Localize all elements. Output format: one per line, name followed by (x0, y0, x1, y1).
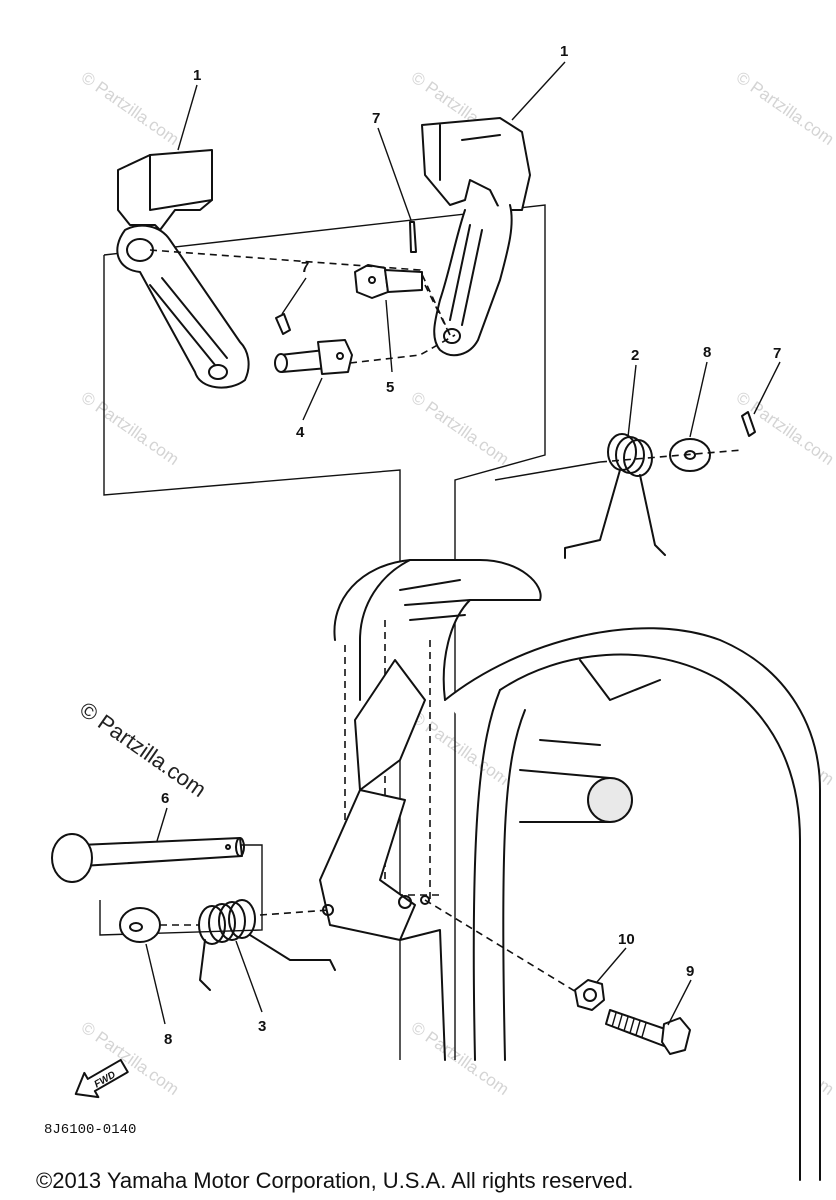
watermark: © Partzilla.com (408, 1018, 513, 1099)
torsion-spring-3 (198, 899, 336, 991)
label-7-left: 7 (301, 259, 309, 276)
label-8-lower: 8 (164, 1031, 172, 1048)
hex-nut-10 (574, 979, 605, 1011)
label-4: 4 (296, 424, 305, 441)
clevis-pin-4 (274, 339, 353, 375)
main-bracket-body (319, 559, 821, 1181)
cotter-pin-left (275, 313, 291, 335)
bracket-right (421, 117, 531, 357)
bolt-9 (605, 1009, 691, 1055)
label-5: 5 (386, 379, 394, 396)
assembly-frame-lines (99, 204, 601, 1060)
cotter-pin-right (741, 411, 756, 437)
label-7-right: 7 (773, 345, 781, 362)
label-1-left: 1 (193, 67, 201, 84)
assembly-axis-lines (149, 249, 743, 994)
label-3: 3 (258, 1018, 266, 1035)
washer-lower-8 (119, 907, 161, 943)
shaft-pin-6 (51, 833, 245, 883)
label-8-upper: 8 (703, 344, 711, 361)
label-7-top: 7 (372, 110, 380, 127)
torsion-spring-2 (564, 433, 666, 559)
label-6: 6 (161, 790, 169, 807)
watermark: © Partzilla.com (733, 68, 836, 149)
fwd-arrow-label: FWD (92, 1070, 117, 1091)
part-labels: 1 1 7 7 7 4 5 2 8 6 8 3 10 9 (161, 43, 781, 1048)
watermark: © Partzilla.com (408, 388, 513, 469)
copyright-notice: ©2013 Yamaha Motor Corporation, U.S.A. A… (36, 1168, 633, 1193)
cotter-pin-top (409, 221, 417, 253)
watermark: © Partzilla.com (78, 388, 183, 469)
bracket-left (116, 149, 250, 389)
label-10: 10 (618, 931, 635, 948)
watermark: © Partzilla.com (78, 68, 183, 149)
fwd-arrow-icon: FWD (74, 1058, 129, 1099)
diagram-code: 8J6100-0140 (44, 1122, 136, 1138)
label-1-right: 1 (560, 43, 568, 60)
clevis-pin-5 (354, 264, 423, 299)
partzilla-watermark: © Partzilla.com (75, 697, 211, 803)
label-2: 2 (631, 347, 639, 364)
label-9: 9 (686, 963, 694, 980)
leader-lines (145, 61, 781, 1026)
